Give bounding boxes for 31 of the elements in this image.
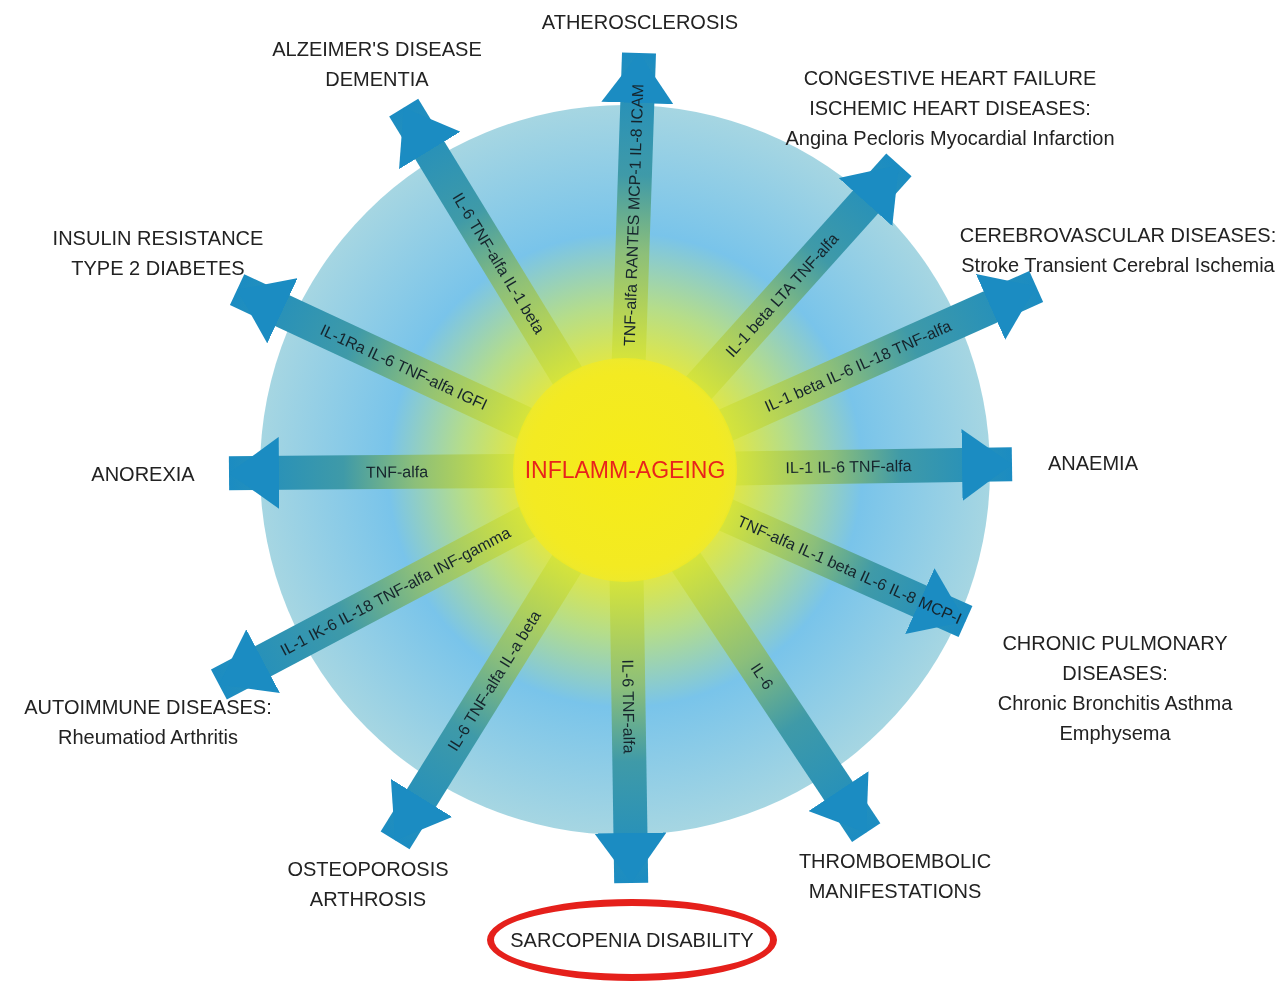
disease-label: ATHEROSCLEROSIS bbox=[480, 7, 800, 37]
disease-label: ANOREXIA bbox=[73, 459, 213, 489]
disease-label: INSULIN RESISTANCE TYPE 2 DIABETES bbox=[28, 223, 288, 283]
arrow bbox=[594, 579, 667, 884]
disease-label: ALZEIMER'S DISEASE DEMENTIA bbox=[227, 34, 527, 94]
edge-label: TNF-alfa bbox=[365, 463, 429, 481]
arrow bbox=[380, 554, 582, 850]
arrow bbox=[228, 436, 516, 509]
arrow bbox=[601, 52, 674, 361]
edge-label: IL-1 IL-6 TNF-alfa bbox=[785, 457, 912, 477]
disease-examples: Chronic Bronchitis Asthma Emphysema bbox=[996, 691, 1234, 746]
arrow bbox=[671, 552, 881, 843]
disease-heading: CEREBROVASCULAR DISEASES: bbox=[958, 223, 1278, 248]
edge-label: IL-6 bbox=[747, 660, 777, 693]
arrow bbox=[389, 98, 583, 385]
disease-examples: Angina Pecloris Myocardial Infarction bbox=[785, 126, 1115, 151]
arrow bbox=[210, 506, 536, 700]
disease-heading: AUTOIMMUNE DISEASES: bbox=[23, 695, 273, 720]
arrow bbox=[229, 274, 533, 439]
edge-label: IL-6 TNF-alfa bbox=[619, 659, 638, 754]
disease-label: ANAEMIA bbox=[1028, 448, 1158, 478]
disease-heading: CONGESTIVE HEART FAILURE ISCHEMIC HEART DISEASES: bbox=[802, 66, 1098, 121]
arrow bbox=[685, 153, 912, 400]
disease-examples: Rheumatiod Arthritis bbox=[56, 725, 240, 750]
arrow bbox=[734, 428, 1013, 501]
circled-label: SARCOPENIA DISABILITY bbox=[487, 899, 777, 981]
disease-label: OSTEOPOROSIS ARTHROSIS bbox=[258, 854, 478, 914]
edge-label: TNF-alfa RANTES MCP-1 IL-8 ICAM bbox=[620, 83, 647, 347]
disease-heading: CHRONIC PULMONARY DISEASES: bbox=[1001, 631, 1229, 686]
disease-examples: Stroke Transient Cerebral Ischemia bbox=[960, 253, 1276, 278]
hub-circle: INFLAMM-AGEING bbox=[513, 358, 737, 582]
